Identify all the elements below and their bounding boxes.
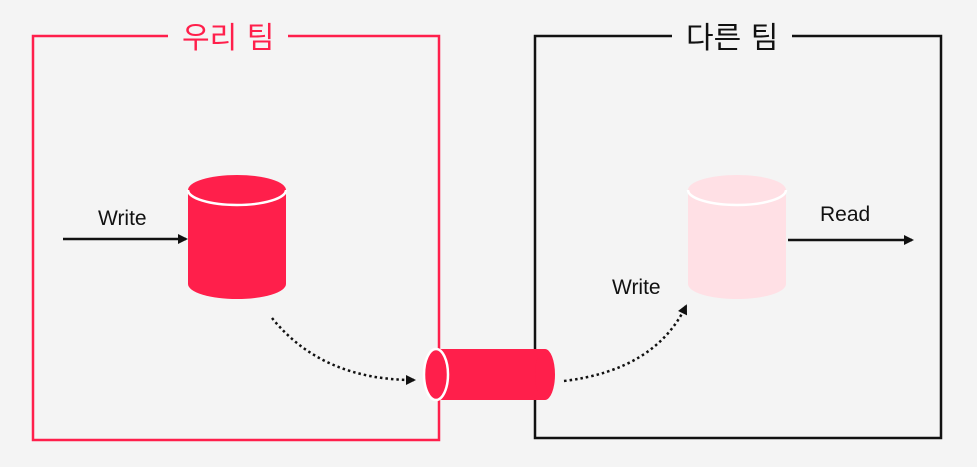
- pipe-to-db-arrow: [563, 304, 688, 383]
- other-write-label: Write: [612, 276, 661, 299]
- pipe-icon: [422, 347, 555, 402]
- our-database-icon: [186, 175, 288, 299]
- our-team-title: 우리 팀: [168, 14, 289, 64]
- our-write-label: Write: [98, 207, 147, 230]
- other-team-title: 다른 팀: [672, 14, 793, 64]
- db-to-pipe-arrow: [271, 317, 416, 385]
- other-read-label: Read: [820, 203, 871, 226]
- other-database-icon: [686, 175, 788, 299]
